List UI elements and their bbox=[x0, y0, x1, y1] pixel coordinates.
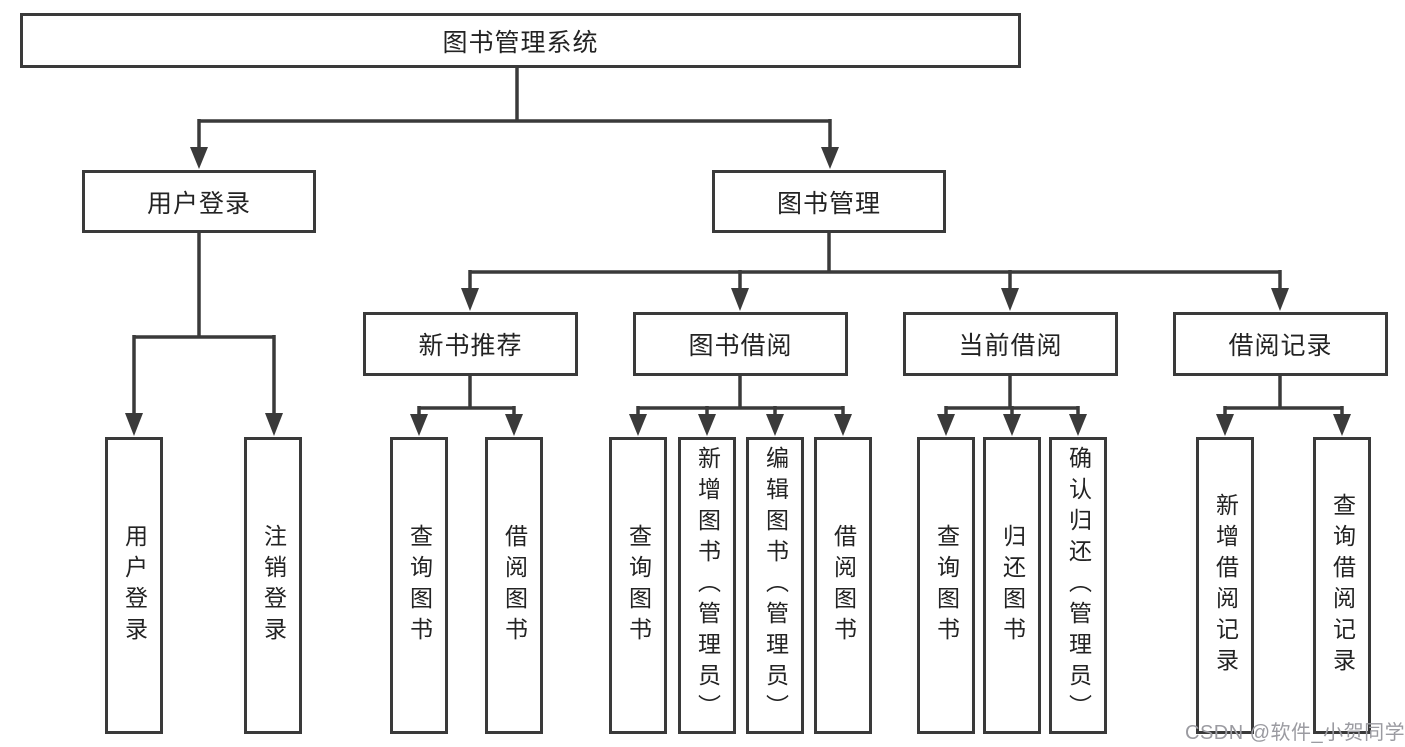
leaf-label: 编辑图书（管理员） bbox=[762, 446, 789, 725]
watermark-text: CSDN @软件_小贺同学 bbox=[1185, 722, 1405, 744]
node-label: 当前借阅 bbox=[958, 332, 1063, 360]
leaf-confirm-return-admin: 确认归还（管理员） bbox=[1049, 437, 1107, 734]
leaf-return-books: 归还图书 bbox=[983, 437, 1041, 734]
node-label: 新书推荐 bbox=[418, 332, 523, 360]
leaf-borrow-books-recommendation: 借阅图书 bbox=[485, 437, 543, 734]
node-label: 图书管理 bbox=[776, 189, 881, 218]
leaf-label: 注销登录 bbox=[260, 523, 287, 648]
leaf-add-borrow-record: 新增借阅记录 bbox=[1196, 437, 1254, 734]
leaf-label: 借阅图书 bbox=[501, 523, 528, 648]
node-borrowing-records: 借阅记录 bbox=[1173, 312, 1388, 376]
leaf-user-login: 用户登录 bbox=[105, 437, 163, 734]
node-new-book-recommendation: 新书推荐 bbox=[363, 312, 578, 376]
leaf-borrow-books: 借阅图书 bbox=[814, 437, 872, 734]
node-label: 借阅记录 bbox=[1228, 332, 1333, 360]
leaf-edit-books-admin: 编辑图书（管理员） bbox=[746, 437, 804, 734]
node-current-borrowing: 当前借阅 bbox=[903, 312, 1118, 376]
leaf-label: 归还图书 bbox=[999, 523, 1026, 648]
leaf-label: 确认归还（管理员） bbox=[1065, 446, 1092, 725]
leaf-logout: 注销登录 bbox=[244, 437, 302, 734]
leaf-label: 查询图书 bbox=[933, 523, 960, 648]
node-label: 图书借阅 bbox=[688, 332, 793, 360]
node-book-management: 图书管理 bbox=[712, 170, 946, 233]
leaf-label: 用户登录 bbox=[121, 523, 148, 648]
node-book-borrowing: 图书借阅 bbox=[633, 312, 848, 376]
node-library-management-system: 图书管理系统 bbox=[20, 13, 1021, 68]
leaf-label: 查询图书 bbox=[625, 523, 652, 648]
leaf-query-books-current: 查询图书 bbox=[917, 437, 975, 734]
node-user-login: 用户登录 bbox=[82, 170, 316, 233]
leaf-add-books-admin: 新增图书（管理员） bbox=[678, 437, 736, 734]
node-label: 用户登录 bbox=[146, 189, 251, 218]
leaf-query-borrow-record: 查询借阅记录 bbox=[1313, 437, 1371, 734]
leaf-query-books-borrowing: 查询图书 bbox=[609, 437, 667, 734]
leaf-label: 查询图书 bbox=[406, 523, 433, 648]
leaf-query-books-recommendation: 查询图书 bbox=[390, 437, 448, 734]
node-label: 图书管理系统 bbox=[442, 28, 599, 57]
leaf-label: 查询借阅记录 bbox=[1329, 492, 1356, 679]
leaf-label: 新增借阅记录 bbox=[1212, 492, 1239, 679]
leaf-label: 新增图书（管理员） bbox=[694, 446, 721, 725]
leaf-label: 借阅图书 bbox=[830, 523, 857, 648]
